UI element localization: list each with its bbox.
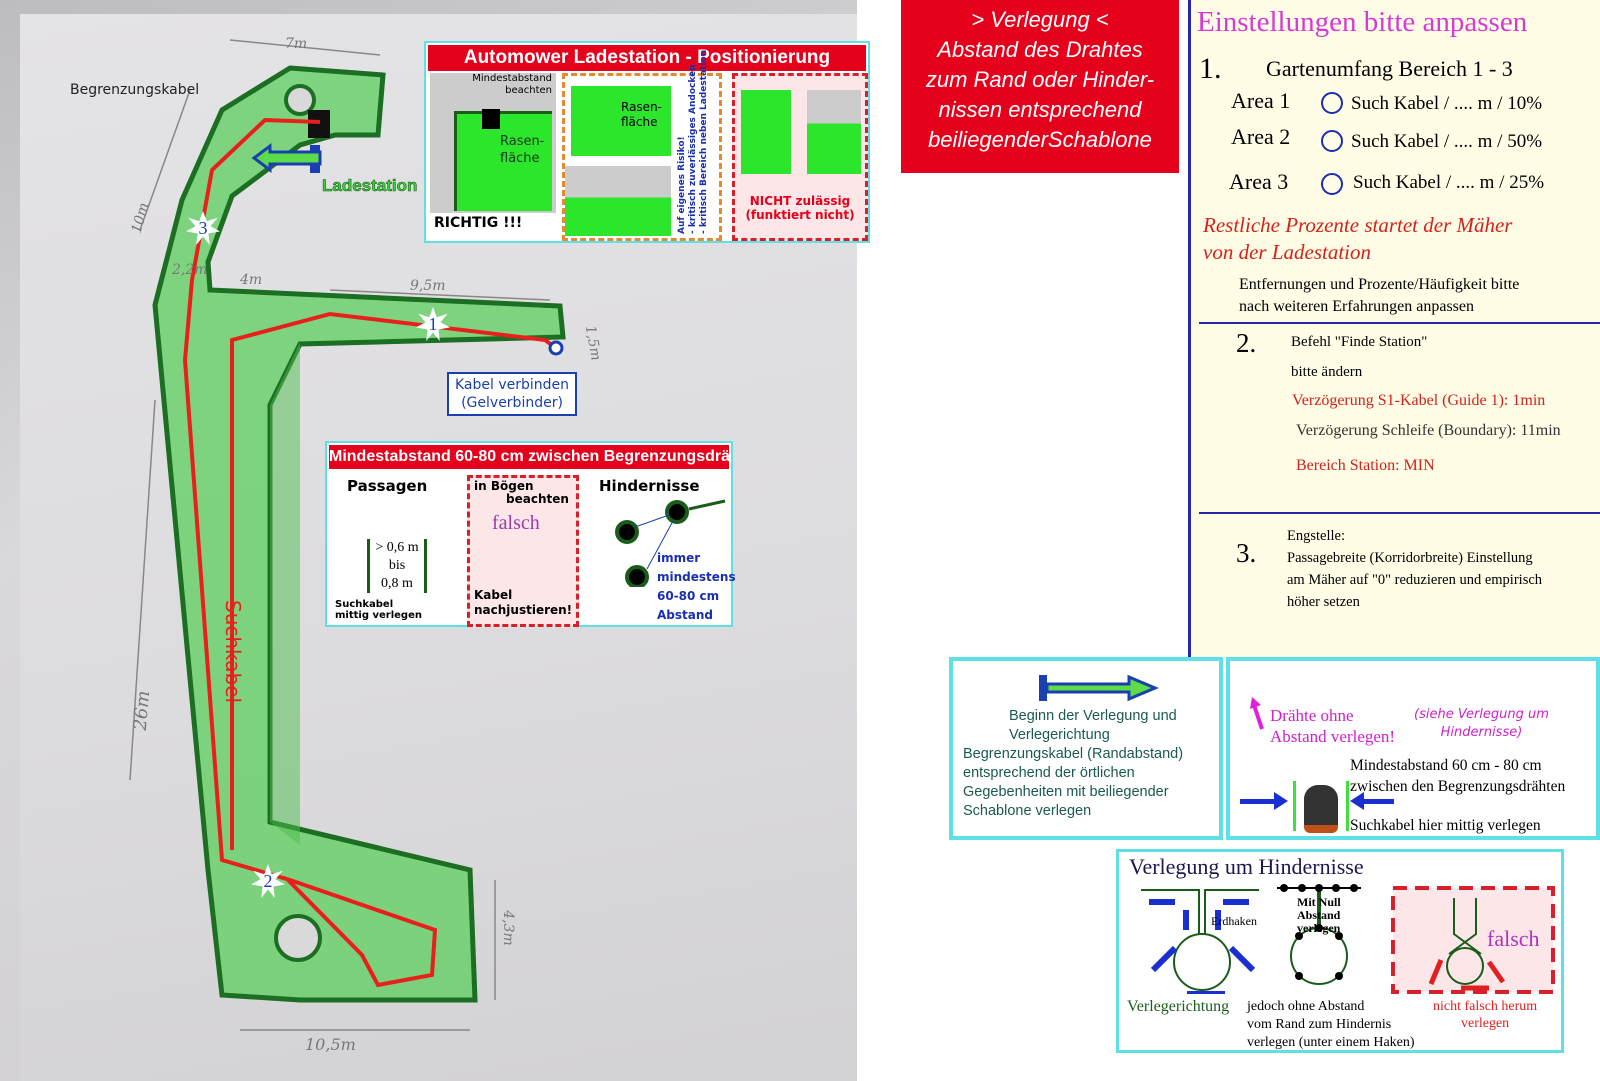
settings-panel: Einstellungen bitte anpassen 1. Gartenum… <box>1188 0 1600 658</box>
section-2-number: 2. <box>1236 328 1257 358</box>
dim-26m: 26m <box>129 689 155 732</box>
dim-2-2m: 2,2m <box>172 262 208 278</box>
section-3-number: 3. <box>1236 538 1257 568</box>
arrow-left-shaft-icon <box>1364 799 1394 804</box>
guide-wire-label: Suchkabel <box>221 600 245 704</box>
section-3-text: Engstelle:Passagebreite (Korridorbreite)… <box>1287 528 1543 610</box>
laying-direction-label: Verlegerichtung <box>1127 998 1230 1015</box>
obstacles-heading: Hindernisse <box>599 477 700 495</box>
obstacle-diagrams <box>1141 884 1555 994</box>
obstacle-box-title: Verlegung um Hindernisse <box>1129 854 1364 879</box>
settings-title: Einstellungen bitte anpassen <box>1197 6 1528 38</box>
section-2-title: Befehl "Finde Station" <box>1291 334 1428 350</box>
adjust-note: Entfernungen und Prozente/Häufigkeit bit… <box>1239 276 1520 315</box>
obstacle-top <box>284 84 316 116</box>
section-1-title: Gartenumfang Bereich 1 - 3 <box>1266 56 1513 81</box>
distance-panel-title: Mindestabstand 60-80 cm zwischen Begrenz… <box>329 445 729 469</box>
mower-icon <box>1304 785 1338 833</box>
guide-delay: Verzögerung S1-Kabel (Guide 1): 1min <box>1292 392 1546 409</box>
guide-wire <box>182 117 438 988</box>
divider <box>1199 322 1600 324</box>
star-1-icon <box>1321 92 1343 114</box>
station-panel-title: Automower Ladestation - Positionierung <box>428 45 866 71</box>
station-positioning-panel: Automower Ladestation - Positionierung M… <box>424 41 870 243</box>
connector-callout: Kabel verbinden(Gelverbinder) <box>447 372 578 416</box>
area-3-label: Area 3 <box>1229 169 1289 194</box>
dimension-lines <box>129 39 551 1031</box>
arrow-right-head-icon <box>1274 792 1288 810</box>
area-3-text: Such Kabel / .... m / 25% <box>1353 172 1545 193</box>
risky-example: Rasen-fläche Auf eigenes Risiko!- kritis… <box>562 50 722 241</box>
dim-4-3m: 4,3m <box>499 910 516 946</box>
arrow-up-icon <box>1250 697 1264 730</box>
station-range: Bereich Station: MIN <box>1296 457 1435 474</box>
area-1-label: Area 1 <box>1231 88 1291 113</box>
star-3-icon <box>1321 173 1343 195</box>
area-2-text: Such Kabel / .... m / 50% <box>1351 131 1543 152</box>
guide-wire-branch <box>230 311 558 850</box>
garden-plan-drawing <box>129 39 566 1031</box>
station-label: Ladestation <box>322 176 418 196</box>
charging-station <box>308 110 330 138</box>
correct-label: RICHTIG !!! <box>434 215 523 231</box>
inner-cutout <box>270 342 300 845</box>
connector-point <box>548 340 564 356</box>
boundary-delay: Verzögerung Schleife (Boundary): 11min <box>1296 422 1561 439</box>
obstacle-bottom <box>274 914 322 962</box>
start-arrow-icon <box>251 143 322 173</box>
dim-4m: 4m <box>240 272 263 288</box>
not-allowed-example: NICHT zulässig(funktiert nicht) <box>732 73 868 241</box>
arrow-right-icon <box>1240 799 1274 804</box>
section-2-change: bitte ändern <box>1291 364 1363 380</box>
section-1-number: 1. <box>1199 52 1222 85</box>
obstacle-laying-box: Verlegung um Hindernisse Erdhaken Mit Nu… <box>1116 849 1564 1053</box>
dim-10-5m: 10,5m <box>305 1035 356 1054</box>
wrong-label: falsch <box>1487 926 1540 951</box>
min-distance-panel: Mindestabstand 60-80 cm zwischen Begrenz… <box>325 441 736 627</box>
passages-heading: Passagen <box>347 477 428 495</box>
ground-hooks-label: Erdhaken <box>1211 914 1257 928</box>
dim-7m: 7m <box>285 36 308 52</box>
dim-9-5m: 9,5m <box>410 278 446 294</box>
obstacles-icon <box>615 499 726 587</box>
divider <box>1199 512 1600 514</box>
star-2-icon <box>1321 130 1343 152</box>
boundary-cable-label: Begrenzungskabel <box>70 82 200 98</box>
start-arrow-icon <box>1039 674 1159 702</box>
arrow-left-icon <box>1350 792 1364 810</box>
area-1-text: Such Kabel / .... m / 10% <box>1351 93 1543 114</box>
area-2-label: Area 2 <box>1231 124 1291 149</box>
